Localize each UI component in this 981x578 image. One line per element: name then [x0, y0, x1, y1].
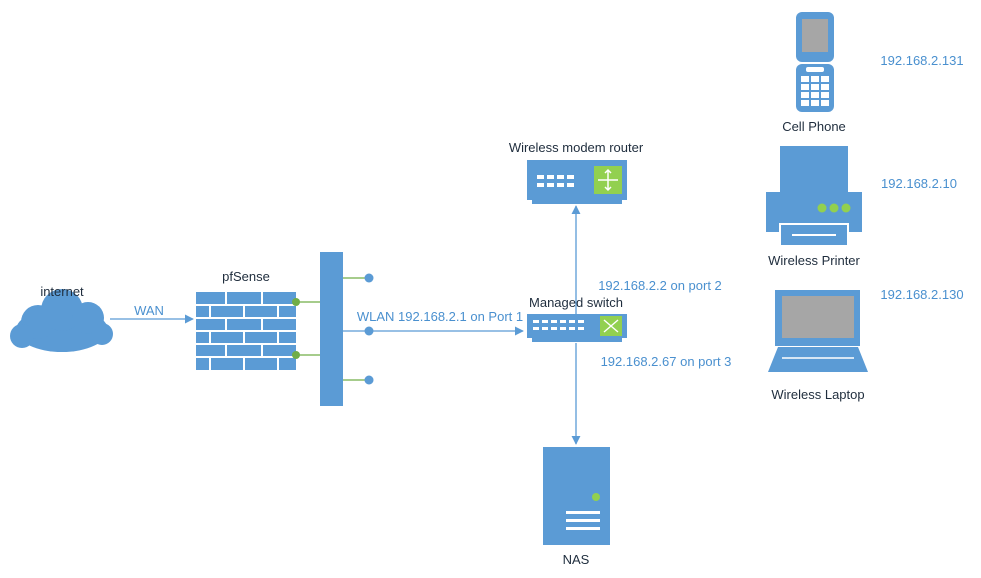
network-bus [320, 252, 374, 406]
pfsense-label: pfSense [222, 269, 270, 284]
switch-icon [527, 314, 627, 342]
internet-label: internet [40, 284, 84, 299]
switch-label: Managed switch [529, 295, 623, 310]
nas-label: NAS [563, 552, 590, 567]
printer-label: Wireless Printer [768, 253, 860, 268]
phone-label: Cell Phone [782, 119, 846, 134]
cell-phone-icon [796, 12, 834, 112]
router-label: Wireless modem router [509, 140, 644, 155]
laptop-label: Wireless Laptop [771, 387, 864, 402]
router-port-label: 192.168.2.2 on port 2 [598, 278, 722, 293]
firewall-icon [196, 292, 320, 370]
laptop-ip: 192.168.2.130 [880, 287, 963, 302]
cloud-icon [10, 289, 113, 352]
printer-icon [766, 146, 862, 247]
router-icon [527, 160, 627, 204]
printer-ip: 192.168.2.10 [881, 176, 957, 191]
wan-label: WAN [134, 303, 164, 318]
wlan-label: WLAN 192.168.2.1 on Port 1 [357, 309, 523, 324]
laptop-icon [768, 290, 868, 372]
phone-ip: 192.168.2.131 [880, 53, 963, 68]
nas-port-label: 192.168.2.67 on port 3 [601, 354, 732, 369]
server-icon [543, 447, 610, 545]
